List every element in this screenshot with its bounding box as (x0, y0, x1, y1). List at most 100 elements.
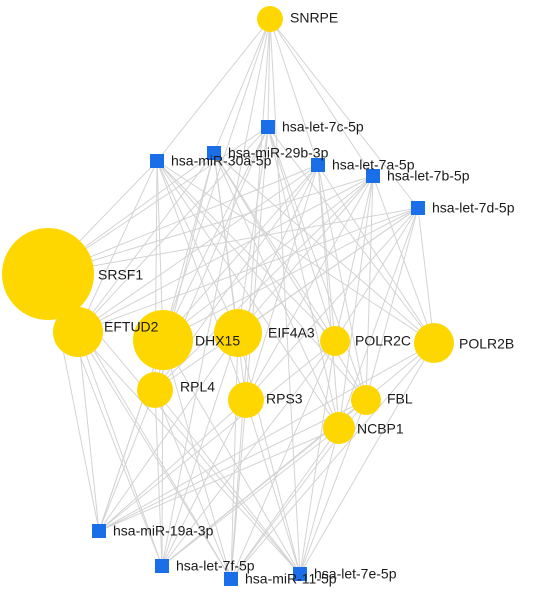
mirna-node-let7e[interactable] (293, 567, 307, 581)
edge-let7e-FBL (299, 399, 367, 575)
gene-label-dhx15: DHX15 (195, 333, 240, 349)
edge-mir19a-EFTUD2 (77, 331, 100, 532)
gene-node-polr2b[interactable] (414, 323, 454, 363)
gene-node-fbl[interactable] (351, 385, 381, 415)
mirna-node-let7a[interactable] (311, 158, 325, 172)
edge-mir19a-FBL (98, 399, 367, 532)
gene-label-fbl: FBL (387, 391, 413, 407)
gene-label-eif4a3: EIF4A3 (268, 325, 315, 341)
gene-node-polr2c[interactable] (320, 326, 350, 356)
edge-mir19a-RPS3 (98, 399, 247, 532)
edge-let7e-EFTUD2 (77, 331, 301, 575)
mirna-label-let7a: hsa-let-7a-5p (332, 157, 415, 173)
edge-let7f-POLR2C (161, 340, 336, 567)
edge-let7a-FBL (317, 164, 367, 401)
mirna-node-mir11[interactable] (224, 572, 238, 586)
gene-label-srsf1: SRSF1 (98, 267, 143, 283)
mirna-label-let7f: hsa-let-7f-5p (176, 558, 255, 574)
gene-label-ncbp1: NCBP1 (357, 421, 404, 437)
mirna-node-let7b[interactable] (366, 169, 380, 183)
edge-let7c-SNRPE (267, 18, 271, 128)
edge-let7f-EFTUD2 (77, 331, 163, 567)
edge-let7a-EFTUD2 (77, 164, 319, 333)
mirna-node-mir30a[interactable] (150, 154, 164, 168)
edge-let7e-RPS3 (245, 399, 301, 575)
edge-mir29b-SNRPE (213, 18, 271, 154)
gene-label-polr2b: POLR2B (459, 336, 514, 352)
edge-let7e-POLR2B (299, 342, 435, 575)
edge-mir30a-FBL (156, 160, 367, 401)
edge-mir19a-NCBP1 (98, 427, 340, 532)
mirna-node-let7f[interactable] (155, 559, 169, 573)
mirna-node-mir29b[interactable] (207, 146, 221, 160)
edge-let7c-EFTUD2 (77, 126, 269, 333)
edge-let7b-POLR2B (372, 175, 435, 344)
mirna-node-let7d[interactable] (411, 201, 425, 215)
gene-label-eftud2: EFTUD2 (104, 319, 159, 335)
mirna-node-mir19a[interactable] (92, 524, 106, 538)
edge-let7d-DHX15 (162, 207, 419, 341)
edge-let7b-RPS3 (245, 175, 374, 401)
edge-mir30a-POLR2C (156, 160, 336, 342)
node-layer (2, 6, 454, 586)
edge-let7e-DHX15 (162, 339, 301, 575)
edge-let7b-NCBP1 (338, 175, 374, 429)
gene-node-srsf1[interactable] (2, 228, 94, 320)
edge-let7d-NCBP1 (338, 207, 419, 429)
edge-let7a-POLR2B (317, 164, 435, 344)
edge-mir19a-RPL4 (98, 389, 156, 532)
mirna-label-mir30a: hsa-miR-30a-5p (171, 153, 272, 169)
edge-let7e-SNRPE (269, 18, 301, 575)
edge-mir11-DHX15 (162, 339, 232, 580)
gene-node-snrpe[interactable] (257, 6, 283, 32)
edge-mir11-RPL4 (154, 389, 232, 580)
edge-let7e-RPL4 (154, 389, 301, 575)
edge-let7b-FBL (365, 175, 374, 401)
edge-let7a-NCBP1 (317, 164, 340, 429)
edge-layer (47, 18, 435, 580)
mirna-label-mir11: hsa-miR-11-5p (245, 571, 337, 587)
edge-let7c-NCBP1 (267, 126, 340, 429)
mirna-label-let7c: hsa-let-7c-5p (282, 119, 364, 135)
mirna-label-mir19a: hsa-miR-19a-3p (113, 523, 214, 539)
gene-node-eftud2[interactable] (53, 307, 103, 357)
gene-node-rps3[interactable] (228, 382, 264, 418)
gene-label-polr2c: POLR2C (355, 333, 411, 349)
edge-let7b-EIF4A3 (237, 175, 374, 334)
edge-mir19a-EIF4A3 (98, 332, 239, 532)
edge-let7f-EIF4A3 (161, 332, 239, 567)
edge-mir29b-FBL (213, 152, 367, 401)
mirna-node-let7c[interactable] (261, 120, 275, 134)
edge-let7c-POLR2B (267, 126, 435, 344)
mirna-label-mir29b: hsa-miR-29b-3p (228, 145, 329, 161)
edge-mir11-POLR2B (230, 342, 435, 580)
gene-node-eif4a3[interactable] (214, 309, 262, 357)
edge-let7e-EIF4A3 (237, 332, 301, 575)
edge-let7b-POLR2C (334, 175, 374, 342)
edge-let7a-SRSF1 (47, 164, 319, 275)
edge-let7d-SNRPE (269, 18, 419, 209)
gene-node-ncbp1[interactable] (323, 412, 355, 444)
edge-let7b-EFTUD2 (77, 175, 374, 333)
edge-mir19a-SNRPE (98, 18, 271, 532)
gene-label-rps3: RPS3 (266, 391, 303, 407)
gene-label-rpl4: RPL4 (180, 379, 215, 395)
edge-let7a-DHX15 (162, 164, 319, 341)
gene-label-snrpe: SNRPE (290, 10, 338, 26)
edge-mir19a-POLR2C (98, 340, 336, 532)
edge-let7d-FBL (365, 207, 419, 401)
edge-mir30a-RPS3 (156, 160, 247, 401)
edge-let7e-POLR2C (299, 340, 336, 575)
edge-let7b-RPL4 (154, 175, 374, 391)
edge-let7a-EIF4A3 (237, 164, 319, 334)
edge-mir30a-EFTUD2 (77, 160, 158, 333)
edge-let7a-SNRPE (269, 18, 319, 166)
gene-node-dhx15[interactable] (133, 310, 193, 370)
edge-mir30a-NCBP1 (156, 160, 340, 429)
edge-let7b-DHX15 (162, 175, 374, 341)
edge-let7f-RPL4 (154, 389, 163, 567)
edge-mir11-POLR2C (230, 340, 336, 580)
gene-node-rpl4[interactable] (137, 372, 173, 408)
